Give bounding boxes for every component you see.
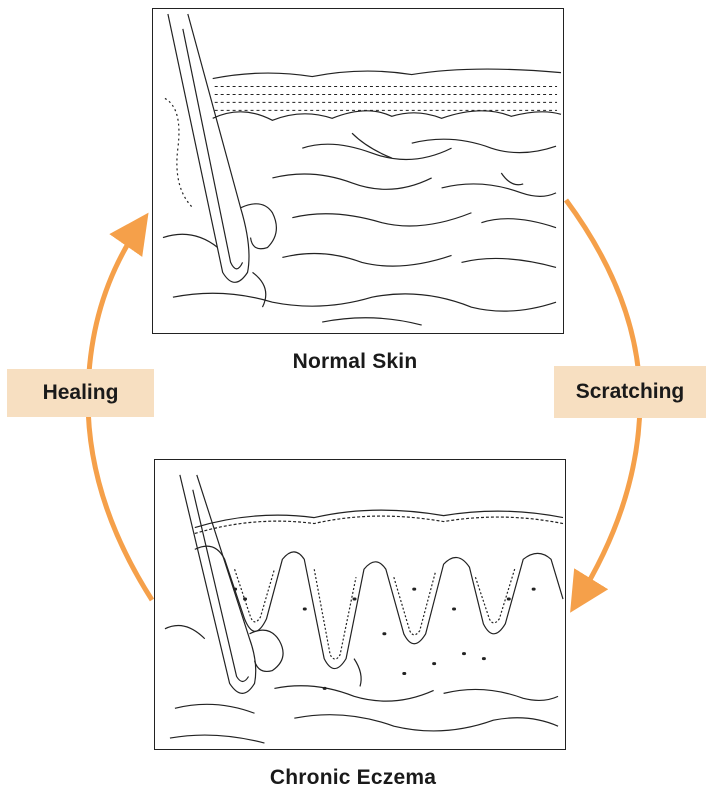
chronic-eczema-cross-section-illustration: [164, 474, 564, 744]
normal-skin-cross-section-illustration: [162, 13, 562, 326]
chronic-eczema-panel: [154, 459, 566, 750]
normal-skin-caption: Normal Skin: [292, 350, 418, 373]
chronic-eczema-caption: Chronic Eczema: [269, 766, 437, 789]
scratching-label: Scratching: [554, 366, 706, 418]
healing-label: Healing: [7, 369, 154, 417]
normal-skin-panel: [152, 8, 564, 334]
